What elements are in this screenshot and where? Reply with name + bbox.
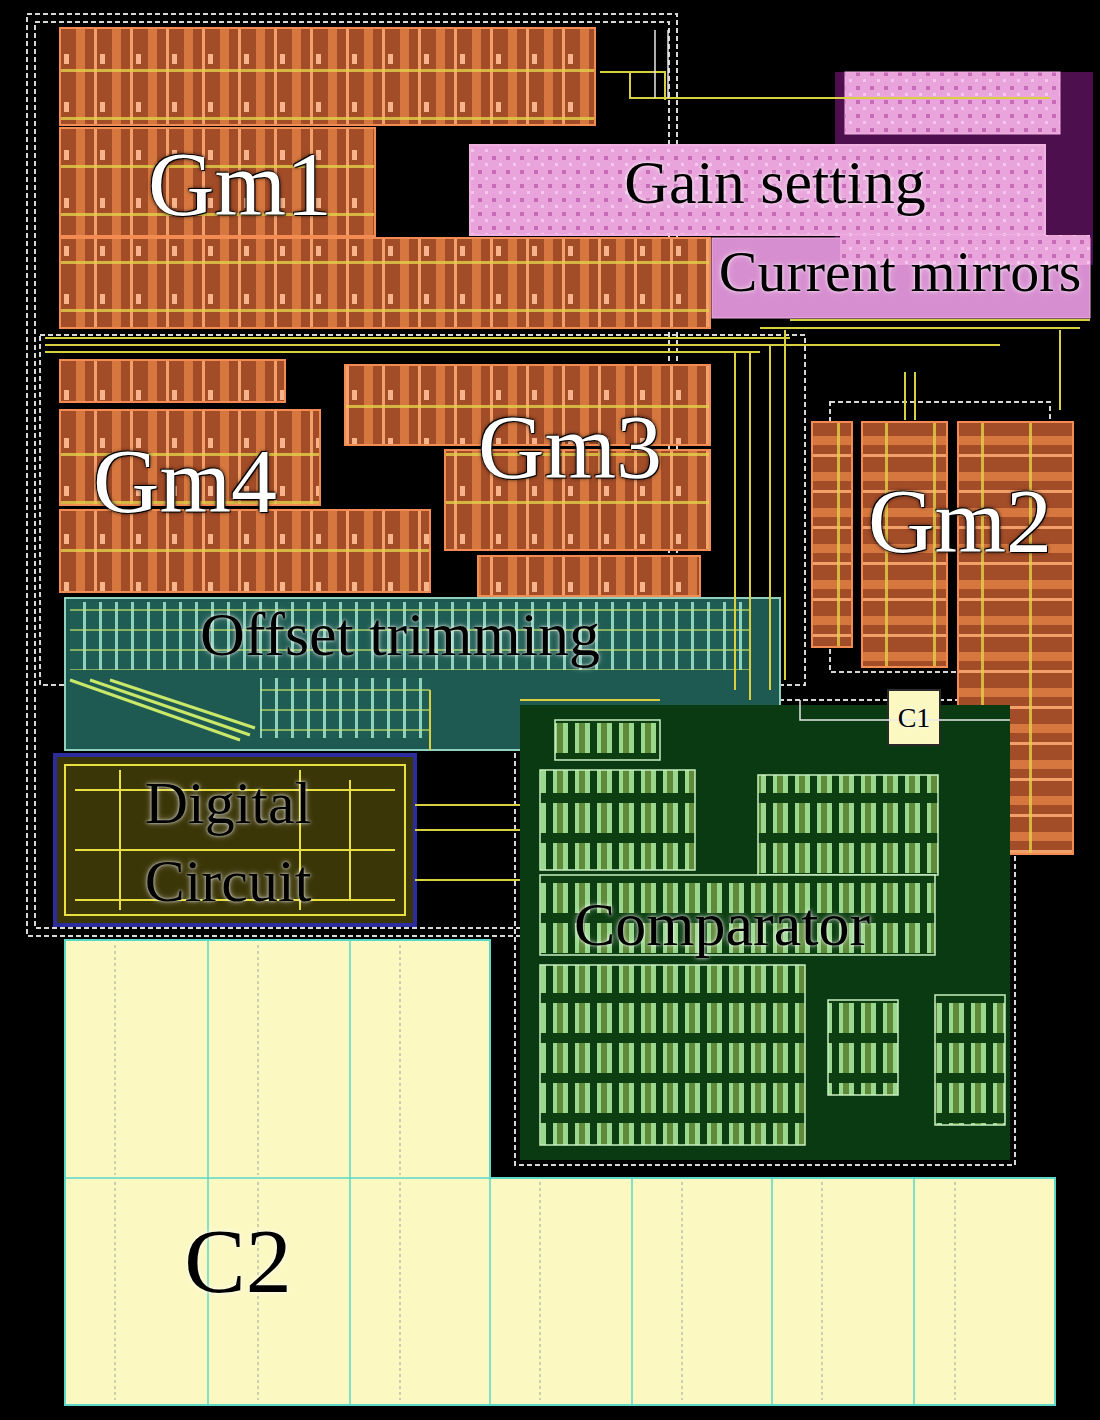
- block-label: Current mirrors: [719, 239, 1081, 306]
- layout-block: C1: [892, 700, 937, 736]
- block-label: Gain setting: [624, 147, 925, 218]
- layout-block: Gm4: [87, 427, 283, 537]
- layout-block: Gm3: [472, 393, 668, 503]
- block-label: Gm2: [868, 469, 1052, 575]
- layout-block: Gain setting: [618, 145, 931, 220]
- layout-block: C2: [178, 1207, 297, 1317]
- layout-block: Digital Circuit: [78, 762, 378, 922]
- block-label: C1: [898, 702, 931, 734]
- layout-block: Current mirrors: [713, 237, 1087, 308]
- block-label: Offset trimming: [200, 599, 600, 670]
- layout-block: Comparator: [568, 887, 876, 962]
- block-label: Gm3: [478, 395, 662, 501]
- block-label: Gm1: [148, 132, 332, 238]
- block-label: Gm4: [93, 429, 277, 535]
- block-label: Comparator: [574, 889, 870, 960]
- layout-block: Offset trimming: [194, 597, 606, 672]
- layout-block: Gm1: [142, 130, 338, 240]
- block-label: C2: [184, 1209, 291, 1315]
- layout-block: Gm2: [862, 467, 1058, 577]
- block-label: Digital Circuit: [84, 764, 372, 920]
